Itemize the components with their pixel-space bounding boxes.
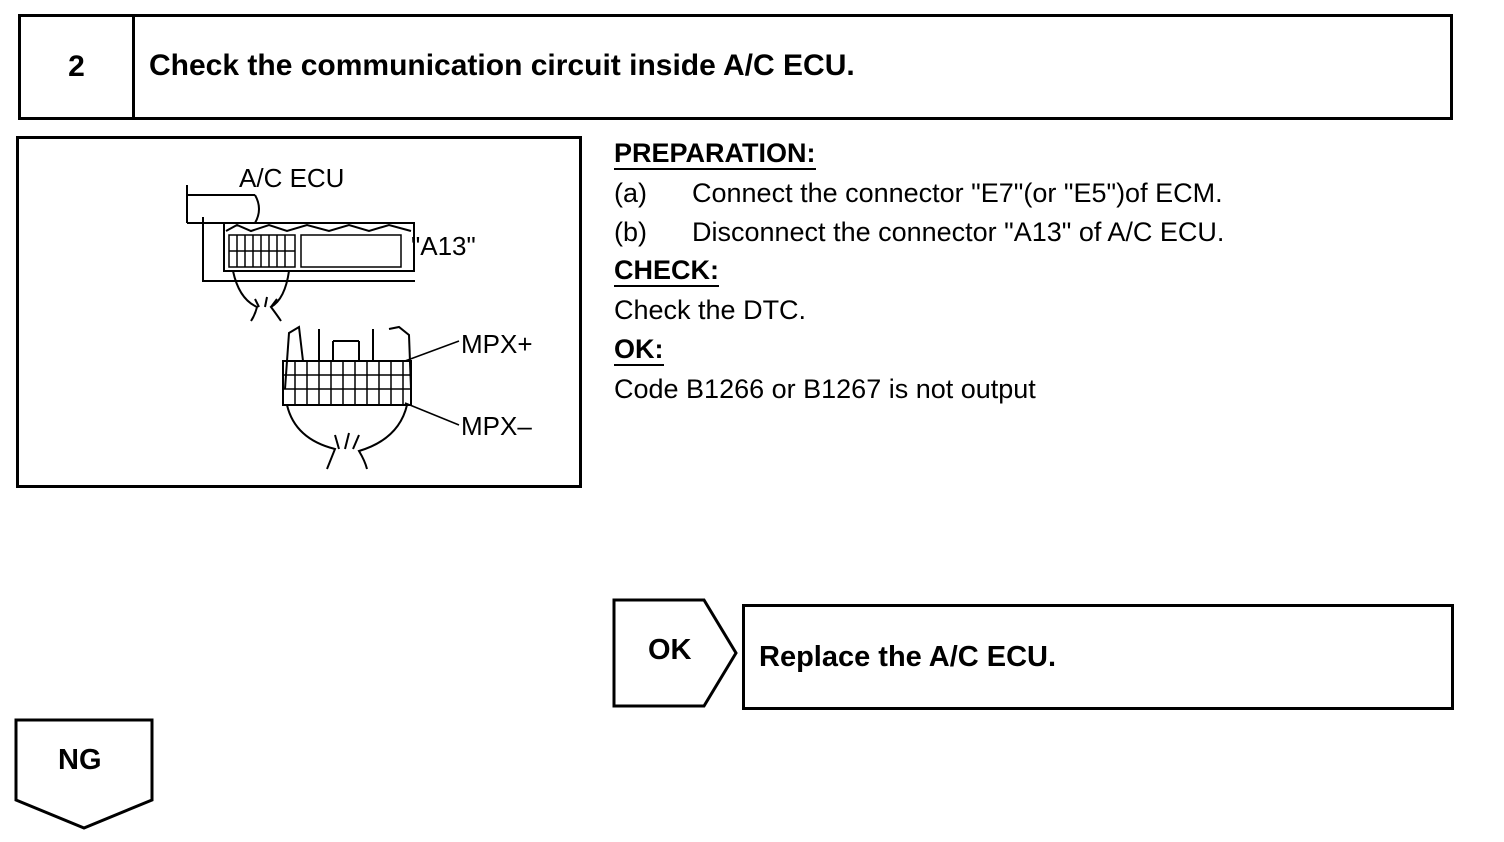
- step-tag: (a): [614, 178, 647, 208]
- step-header: 2 Check the communication circuit inside…: [18, 14, 1453, 120]
- ng-arrow-icon: [14, 718, 154, 830]
- pin-plus-label: MPX+: [461, 329, 533, 359]
- connector-drawing: [186, 185, 460, 470]
- ok-text: Code B1266 or B1267 is not output: [614, 374, 1036, 404]
- step-tag: (b): [614, 217, 647, 247]
- step-text: Disconnect the connector "A13" of A/C EC…: [692, 217, 1225, 247]
- ok-branch-label: OK: [648, 634, 692, 666]
- check-heading: CHECK:: [614, 255, 719, 287]
- step-number: 2: [21, 17, 135, 117]
- pin-minus-label: MPX–: [461, 411, 532, 441]
- step-text: Connect the connector "E7"(or "E5")of EC…: [692, 178, 1223, 208]
- ecu-label: A/C ECU: [239, 163, 345, 193]
- check-text: Check the DTC.: [614, 295, 807, 325]
- step-title: Check the communication circuit inside A…: [149, 49, 855, 82]
- connector-illustration: A/C ECU "A13" MPX+ MPX–: [16, 136, 582, 488]
- ok-result-text: Replace the A/C ECU.: [759, 641, 1057, 673]
- ok-arrow-icon: [612, 598, 738, 708]
- preparation-heading: PREPARATION:: [614, 138, 816, 170]
- ok-heading: OK:: [614, 334, 664, 366]
- ng-branch-label: NG: [58, 744, 102, 776]
- connector-label: "A13": [411, 231, 476, 261]
- preparation-step-b: (b) Disconnect the connector "A13" of A/C…: [614, 217, 1224, 247]
- preparation-step-a: (a) Connect the connector "E7"(or "E5")of…: [614, 178, 1223, 208]
- ok-result-box: Replace the A/C ECU.: [742, 604, 1454, 710]
